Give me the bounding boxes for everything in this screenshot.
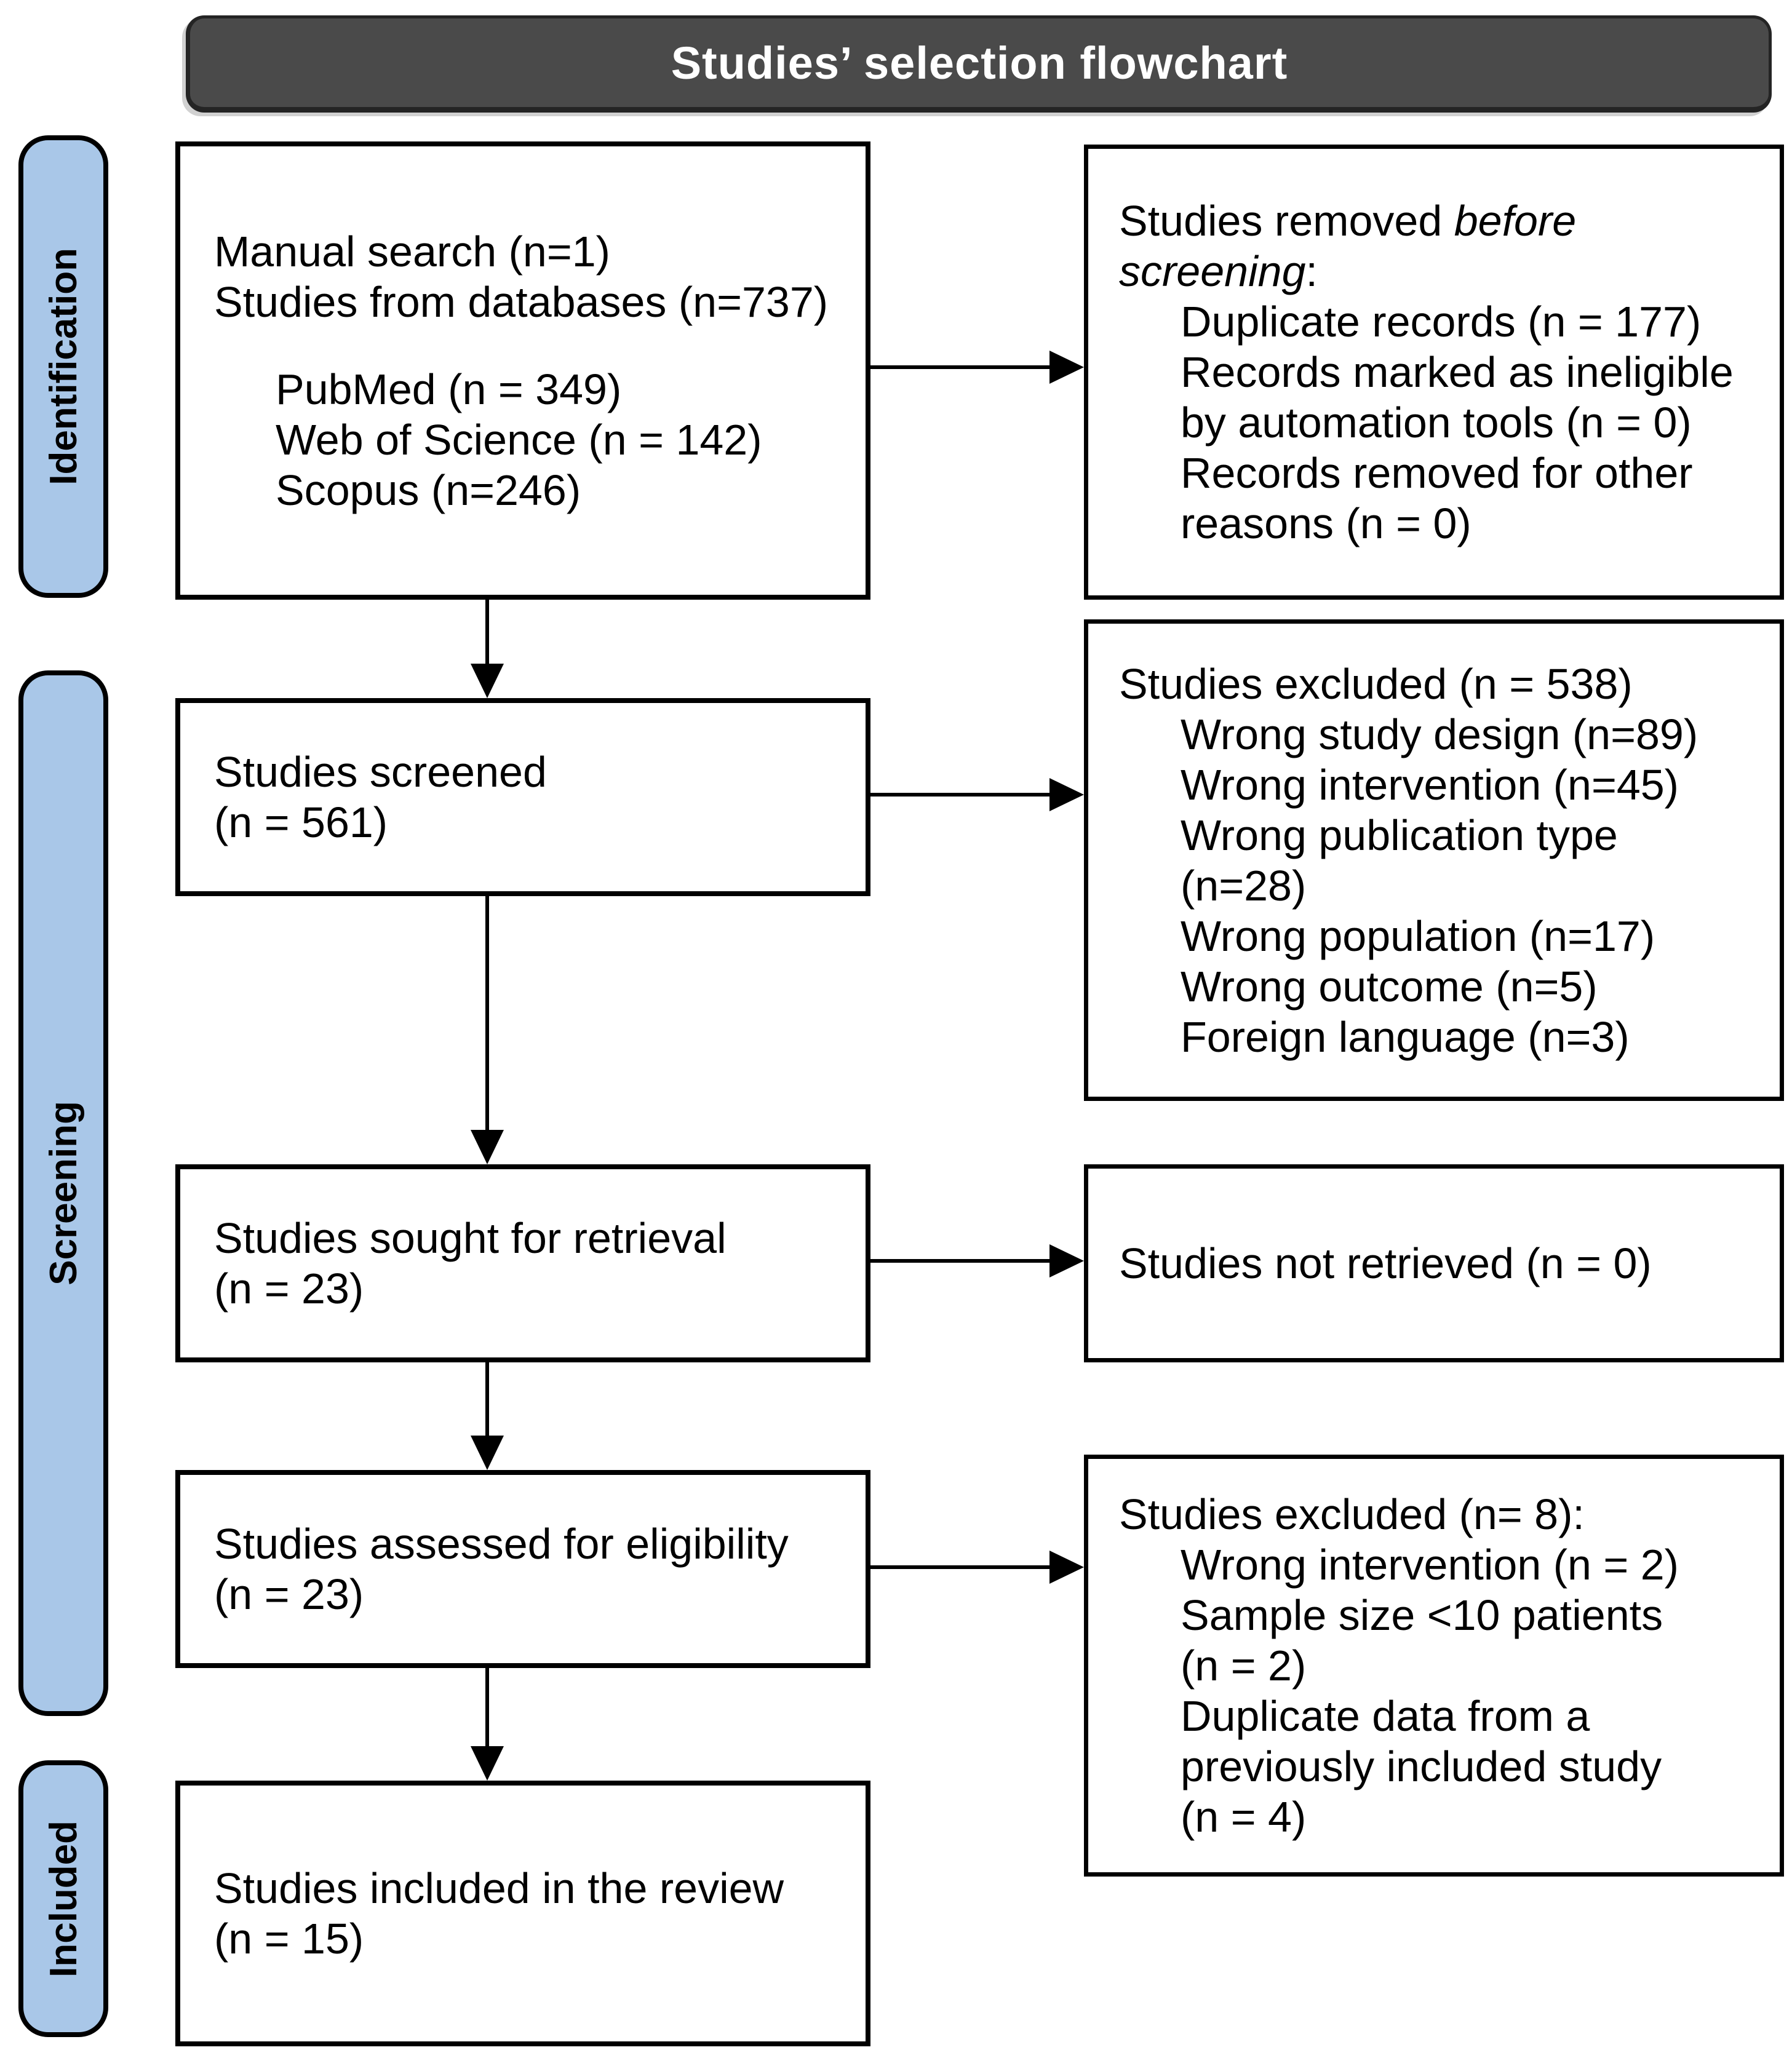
flow-box-line: (n = 561) [214,798,388,846]
flow-box-line: Studies removed before screening: [1119,197,1577,295]
stage-included: Included [18,1760,108,2037]
stage-identification: Identification [18,135,108,598]
flow-box-line: Wrong outcome (n=5) [1181,962,1598,1011]
flow-box-line: Wrong intervention (n=45) [1181,760,1679,809]
arrow-line [870,1565,1052,1569]
arrowhead-right-icon [1049,1551,1084,1584]
arrow-line [485,1667,489,1749]
box-studies-screened: Studies screened(n = 561) [175,698,870,896]
arrow-line [485,600,489,667]
flow-box-line: Studies included in the review [214,1864,784,1912]
flowchart-title-bar: Studies’ selection flowchart [186,15,1772,113]
arrowhead-down-icon [471,1436,504,1470]
arrowhead-down-icon [471,664,504,698]
arrow-line [870,365,1052,369]
flow-box-line: Studies screened [214,748,547,796]
arrowhead-down-icon [471,1130,504,1164]
box-included-review: Studies included in the review(n = 15) [175,1781,870,2046]
box-excluded-screening: Studies excluded (n = 538)Wrong study de… [1084,619,1784,1101]
arrowhead-right-icon [1049,351,1084,384]
flow-box-line: Duplicate records (n = 177) [1181,298,1702,346]
arrow-line [485,896,489,1131]
arrow-line [485,1361,489,1438]
flow-box-line: Sample size <10 patients (n = 2) [1181,1591,1663,1690]
flow-box-line: Studies not retrieved (n = 0) [1119,1239,1652,1287]
flow-box-line: Studies assessed for eligibility [214,1520,789,1568]
box-excluded-eligibility: Studies excluded (n= 8):Wrong interventi… [1084,1455,1784,1877]
flow-box-line: Studies excluded (n= 8): [1119,1490,1585,1538]
flow-box-line: Duplicate data from a previously include… [1181,1692,1662,1841]
arrow-line [870,1259,1052,1263]
box-assessed-eligibility: Studies assessed for eligibility(n = 23) [175,1470,870,1668]
flow-box-line: Studies excluded (n = 538) [1119,659,1633,708]
box-not-retrieved: Studies not retrieved (n = 0) [1084,1164,1784,1362]
flowchart-title: Studies’ selection flowchart [671,37,1288,89]
flow-box-line: Studies sought for retrieval [214,1214,727,1262]
stage-identification-label: Identification [42,248,85,485]
flow-box-line: Wrong study design (n=89) [1181,710,1698,758]
flow-box-line: Manual search (n=1) [214,227,610,276]
box-identification-sources: Manual search (n=1)Studies from database… [175,141,870,600]
flow-box-line [214,327,847,364]
stage-screening: Screening [18,670,108,1716]
flow-box-line: (n = 23) [214,1570,364,1618]
arrowhead-right-icon [1049,778,1084,811]
stage-screening-label: Screening [42,1101,85,1285]
flow-box-line: Wrong intervention (n = 2) [1181,1541,1679,1589]
stage-included-label: Included [42,1820,85,1977]
flow-box-line: (n = 15) [214,1915,364,1963]
flow-box-line: Wrong population (n=17) [1181,912,1655,960]
flow-box-line: PubMed (n = 349) [276,365,622,413]
flow-box-line: Scopus (n=246) [276,466,581,514]
flow-box-line: Foreign language (n=3) [1181,1012,1630,1061]
flow-box-line: Studies from databases (n=737) [214,277,829,326]
box-sought-retrieval: Studies sought for retrieval(n = 23) [175,1164,870,1362]
box-removed-before-screening: Studies removed before screening:Duplica… [1084,145,1784,600]
flow-box-line: Records marked as ineligible by automati… [1181,348,1734,447]
flow-box-line: Wrong publication type (n=28) [1181,811,1618,910]
flow-box-line: Records removed for other reasons (n = 0… [1181,449,1693,547]
arrowhead-down-icon [471,1746,504,1781]
flow-box-line: (n = 23) [214,1265,364,1313]
flow-box-line: Web of Science (n = 142) [276,415,762,464]
arrow-line [870,793,1052,797]
arrowhead-right-icon [1049,1244,1084,1277]
